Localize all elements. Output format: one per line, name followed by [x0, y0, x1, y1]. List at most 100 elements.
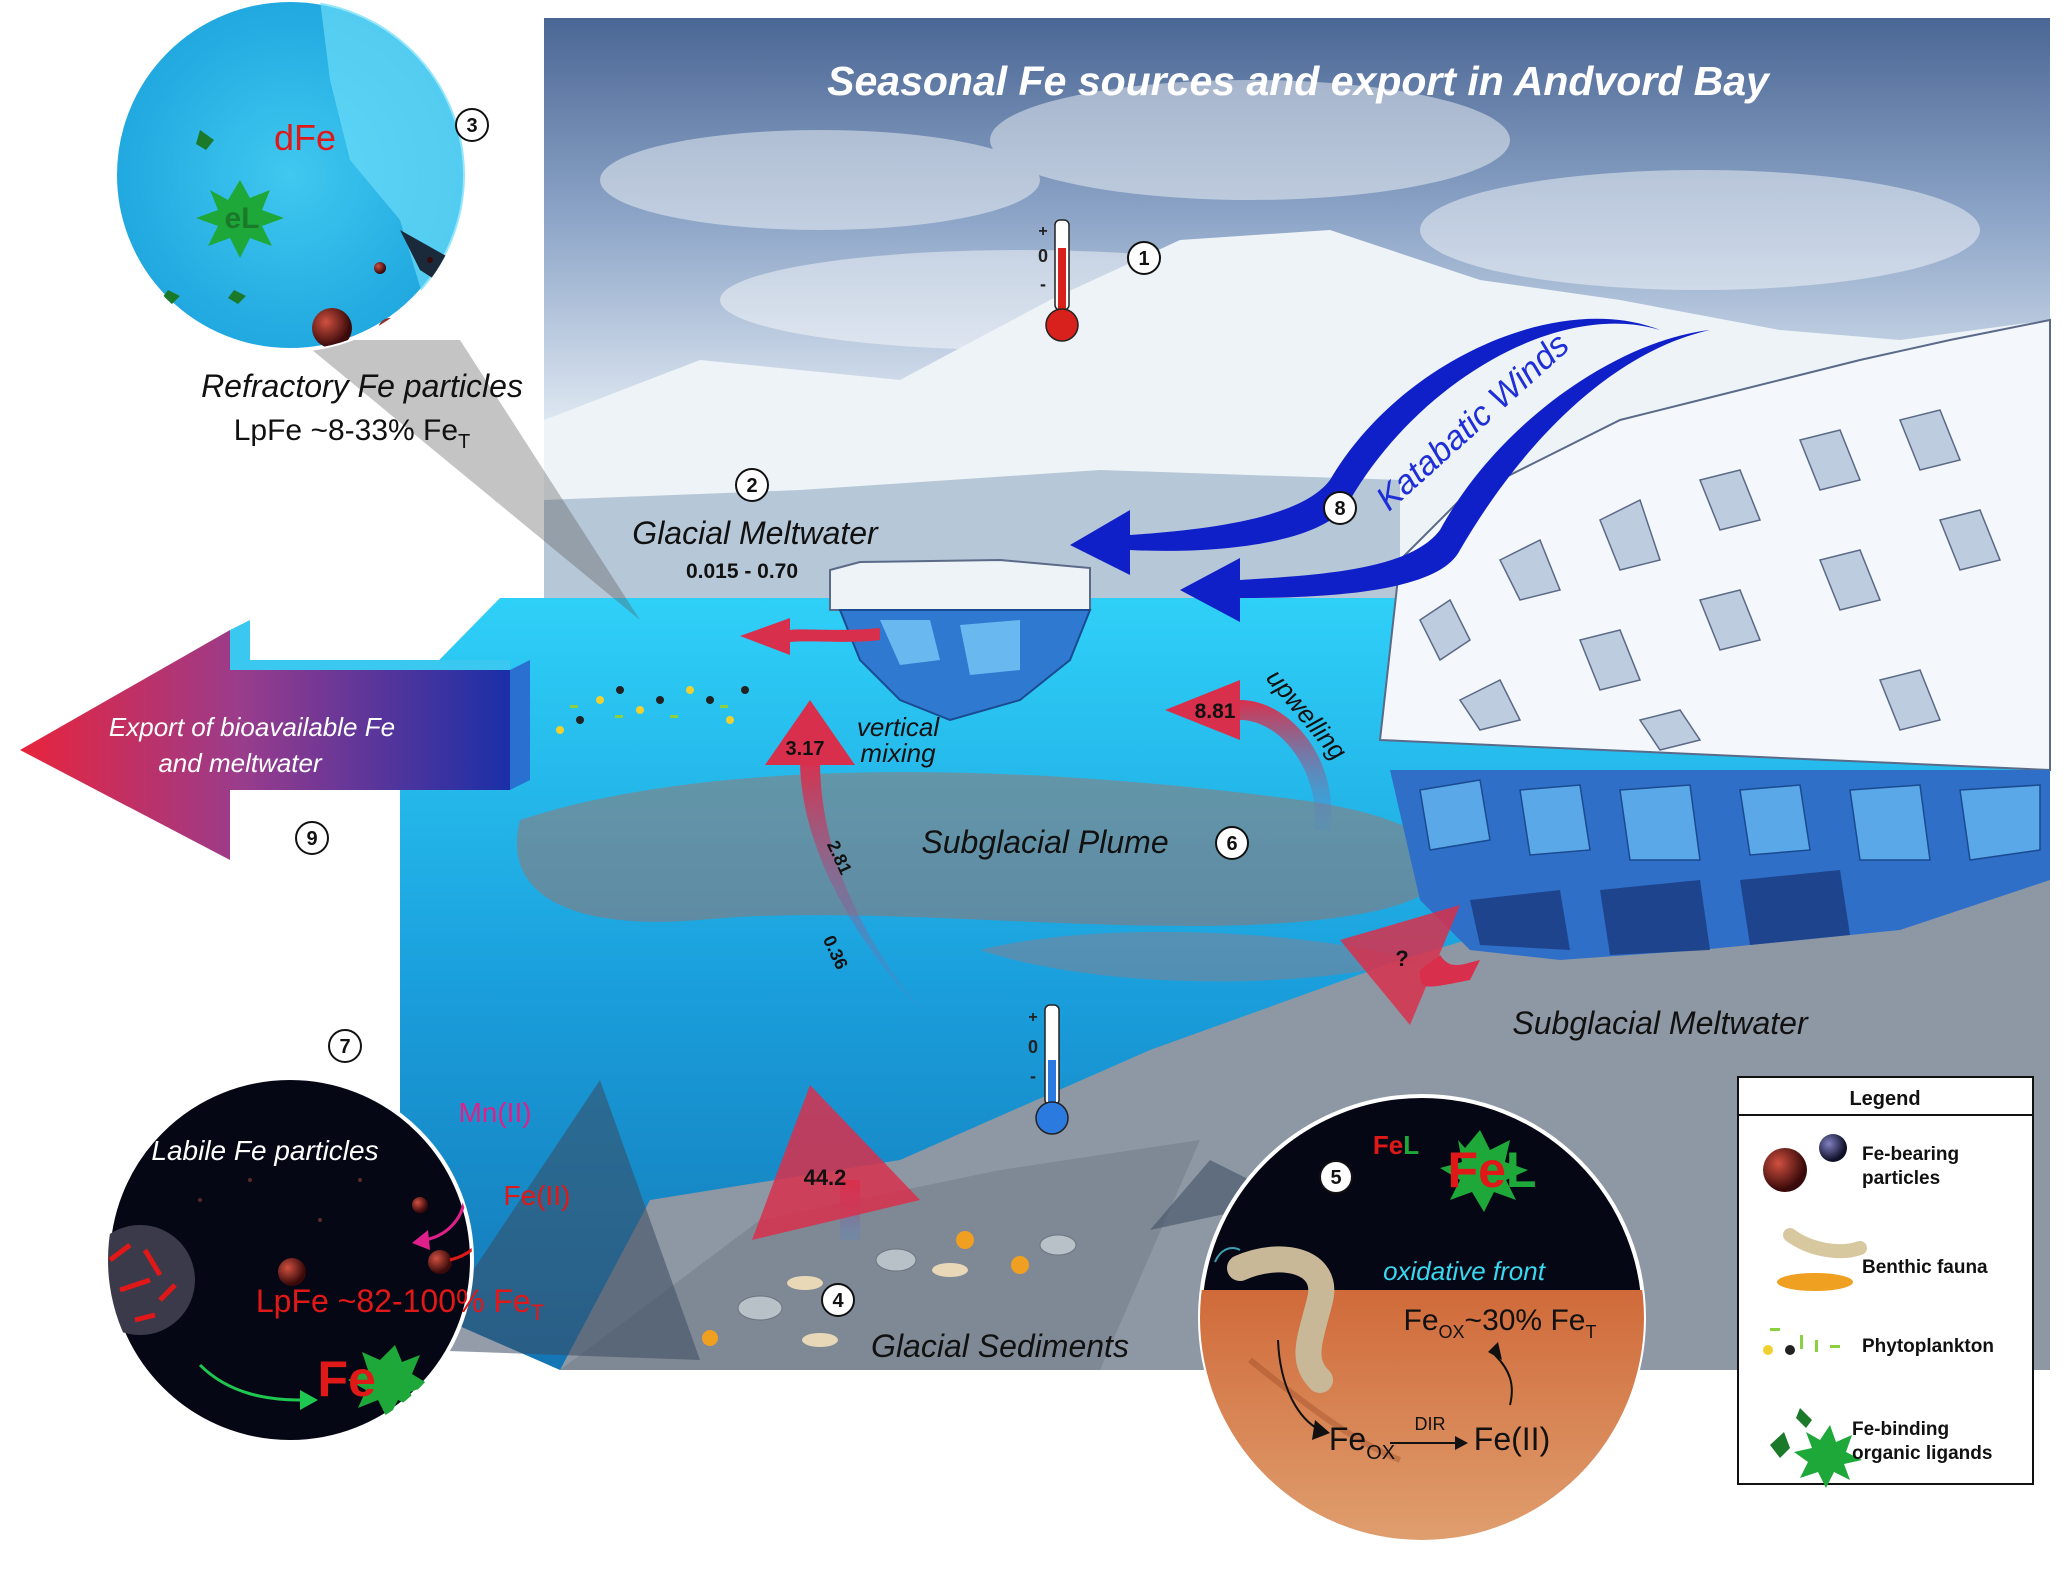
- legend-phytoplankton-icon: [1763, 1328, 1840, 1355]
- meltwater-arrowhead: [740, 618, 790, 655]
- svg-text:8: 8: [1334, 498, 1345, 520]
- inset-7-caption: Labile Fe particles: [151, 1135, 378, 1166]
- marker-4: 4: [821, 1283, 855, 1317]
- thermometer-warm-icon: + 0 -: [1038, 219, 1079, 342]
- ligand-fel-large-icon: [1440, 1130, 1528, 1212]
- particle-large-icon: [312, 308, 352, 348]
- export-arrow-shape: [20, 630, 510, 860]
- legend-starfish-icon: [1777, 1273, 1853, 1291]
- marker-5: 5: [1319, 1160, 1353, 1194]
- inset-7-fe2: Fe(II): [504, 1180, 571, 1211]
- subglacial-arrowhead: [1340, 905, 1460, 1025]
- marker-2: 2: [735, 468, 769, 502]
- marker-1: 1: [1127, 241, 1161, 275]
- export-arrow-side-face: [510, 660, 530, 790]
- ligand-el-icon: [196, 180, 284, 258]
- inset-3-lpfe: LpFe ~8-33% FeT: [234, 414, 471, 453]
- fel-arrow: [198, 1363, 301, 1402]
- benthic-fauna-icons: [702, 1231, 1029, 1347]
- vertical-mixing-arrow: [800, 760, 930, 1020]
- svg-text:7: 7: [339, 1036, 350, 1058]
- export-label-1: Export of bioavailable Fe: [109, 712, 395, 742]
- fe2-arrow: [449, 1224, 472, 1262]
- marker-7: 7: [328, 1029, 362, 1063]
- ligand-small-icon: [196, 130, 214, 150]
- inset-5-fe2: Fe(II): [1474, 1421, 1550, 1457]
- inset-5-feox-pct: FeOX~30% FeT: [1404, 1304, 1597, 1342]
- inset-3-dfe: dFe: [274, 117, 336, 158]
- legend-item-1-line1: Fe-bearing: [1862, 1144, 1959, 1165]
- svg-text:5: 5: [1330, 1167, 1341, 1189]
- svg-text:6: 6: [1226, 833, 1237, 855]
- inset-3-el: eL: [224, 202, 259, 235]
- inset-7-lpfe: LpFe ~82-100% FeT: [256, 1283, 544, 1325]
- legend: Legend Fe-bearing particles Benthic faun…: [1737, 1076, 2034, 1488]
- iceberg: [829, 558, 1092, 722]
- redox-arrow-down: [1277, 1339, 1321, 1431]
- glacial-sediments-label: Glacial Sediments: [871, 1328, 1129, 1364]
- legend-item-4-line2: organic ligands: [1852, 1443, 1992, 1464]
- export-label-2: and meltwater: [158, 748, 323, 778]
- inset-refractory-fe: dFe eL Refractory Fe particles LpFe ~8-3…: [113, 0, 640, 620]
- sediment-pebbles: [737, 1234, 1077, 1321]
- marker-8: 8: [1323, 491, 1357, 525]
- inset-labile-fe: Labile Fe particles Mn(II) Fe(II) LpFe ~…: [106, 1076, 700, 1444]
- subglacial-meltwater-label: Subglacial Meltwater: [1512, 1005, 1809, 1041]
- inset-5-feox-bottom: FeOX: [1329, 1421, 1395, 1464]
- wind-arrowhead-lower: [1180, 558, 1240, 622]
- svg-text:1: 1: [1138, 248, 1149, 270]
- svg-text:2: 2: [746, 475, 757, 497]
- inset-5-dir: DIR: [1415, 1414, 1446, 1434]
- upwelling-arrowhead: [1165, 680, 1240, 740]
- katabatic-wind-arrows: [1070, 318, 1710, 622]
- tidewater-glacier: [1378, 318, 2051, 960]
- inset-7-mn: Mn(II): [458, 1097, 531, 1128]
- glacier-front: [544, 470, 1400, 600]
- vertical-mixing-arrowhead: [765, 700, 855, 765]
- inset-5-fel-small: FeL: [1373, 1130, 1419, 1160]
- vertical-mixing-label-1: vertical: [857, 712, 941, 742]
- upwelling-value: 8.81: [1195, 700, 1236, 723]
- diagram-title: Seasonal Fe sources and export in Andvor…: [827, 58, 1771, 104]
- vertical-mixing-value: 3.17: [786, 738, 825, 760]
- sediment-arrowhead: [752, 1085, 920, 1240]
- marker-6: 6: [1215, 826, 1249, 860]
- export-arrow: [20, 620, 530, 860]
- redox-arrow-up: [1494, 1354, 1513, 1406]
- legend-particle-small-icon: [1819, 1134, 1847, 1162]
- svg-text:-: -: [1040, 274, 1046, 294]
- svg-text:0: 0: [1028, 1037, 1038, 1057]
- vertical-mixing-label-2: mixing: [860, 738, 936, 768]
- legend-item-2: Benthic fauna: [1862, 1257, 1988, 1278]
- legend-title: Legend: [1849, 1088, 1920, 1110]
- legend-item-4-line1: Fe-binding: [1852, 1419, 1949, 1440]
- inset-3-caption: Refractory Fe particles: [201, 368, 523, 404]
- export-arrow-top-face: [230, 620, 510, 670]
- plume-lower: [980, 931, 1420, 982]
- legend-ligand-icon: [1770, 1408, 1862, 1488]
- legend-particle-large-icon: [1763, 1148, 1807, 1192]
- inset-7-callout: [420, 1080, 700, 1360]
- number-markers: 1 2 3 4 5 6 7 8 9: [295, 108, 1357, 1317]
- plume: [516, 772, 1448, 927]
- wind-arrow-upper: [1130, 318, 1660, 551]
- inset-3-callout: [300, 340, 640, 620]
- legend-item-1-line2: particles: [1862, 1168, 1940, 1189]
- upwelling-arrow: [1240, 700, 1332, 830]
- svg-text:4: 4: [832, 1290, 844, 1312]
- wind-arrowhead-upper: [1070, 510, 1130, 575]
- svg-text:-: -: [1030, 1066, 1036, 1086]
- inset-5-fel-large: FeL: [1448, 1142, 1537, 1198]
- main-panel: Seasonal Fe sources and export in Andvor…: [400, 18, 2051, 1370]
- oxidative-front-label: oxidative front: [1383, 1256, 1547, 1286]
- subglacial-plume-label: Subglacial Plume: [921, 824, 1168, 860]
- svg-text:3: 3: [466, 115, 477, 137]
- subglacial-meltwater-value: ?: [1395, 946, 1408, 971]
- marker-3: 3: [455, 108, 489, 142]
- legend-worm-icon: [1783, 1228, 1867, 1259]
- glacial-meltwater-label: Glacial Meltwater: [632, 515, 879, 551]
- svg-text:0: 0: [1038, 246, 1048, 266]
- thermometer-cold-icon: + 0 -: [1028, 1004, 1069, 1135]
- benthic-worm-icon: [1214, 1246, 1335, 1393]
